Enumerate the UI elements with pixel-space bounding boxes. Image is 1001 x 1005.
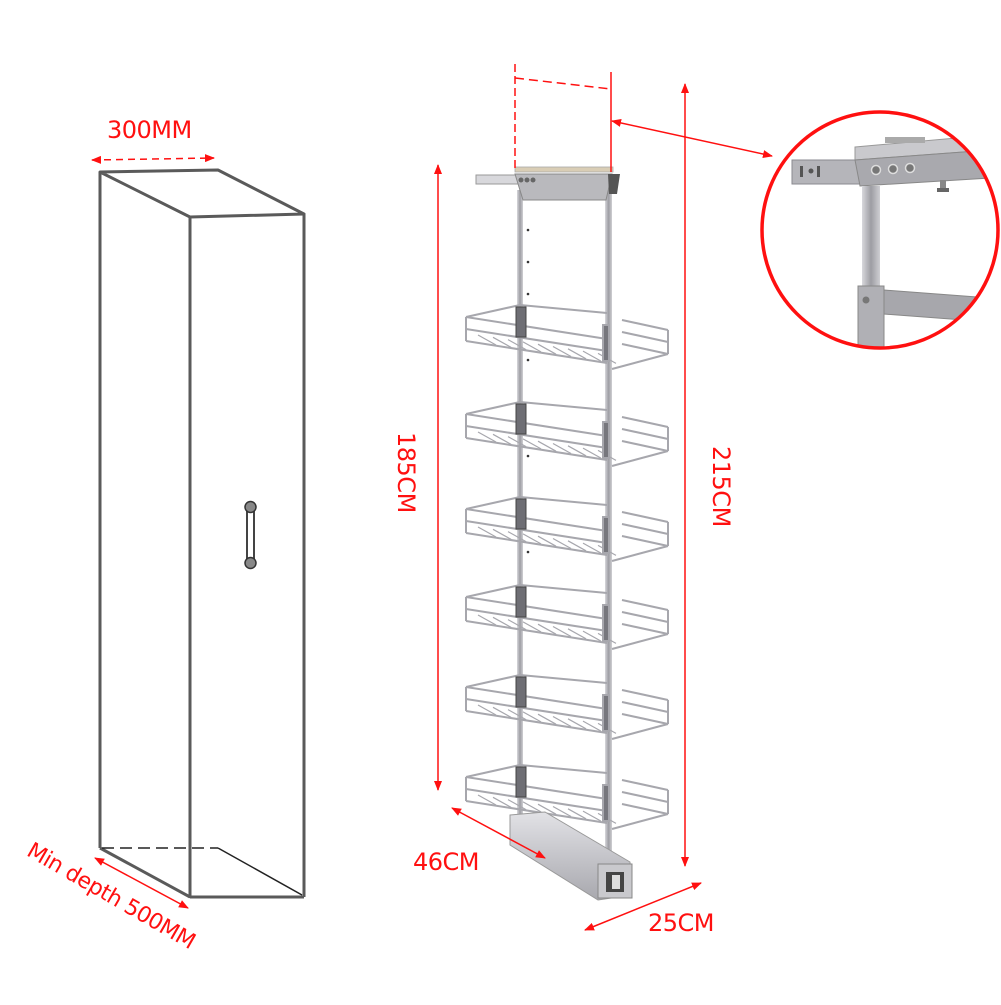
rack-depth-label: 46CM <box>413 848 480 876</box>
rack-height-label: 185CM <box>392 432 420 513</box>
cabinet-drawing <box>98 168 306 899</box>
detail-leader-arrow <box>611 119 773 158</box>
cabinet-depth-arrow <box>94 857 189 909</box>
total-height-label: 215CM <box>707 446 735 527</box>
pull-out-rack <box>465 166 669 901</box>
cabinet-hidden-edges <box>102 847 303 896</box>
top-extension-lines <box>514 64 612 172</box>
bracket-detail-callout <box>760 110 1000 350</box>
wire-basket <box>465 674 669 740</box>
wire-basket <box>465 401 669 467</box>
wire-basket <box>465 496 669 562</box>
rack-width-arrow <box>584 882 702 931</box>
wire-basket <box>465 584 669 650</box>
top-bracket <box>475 166 620 201</box>
rack-depth-arrow <box>451 807 546 859</box>
cabinet-handle-icon <box>244 500 257 570</box>
cabinet-width-label: 300MM <box>107 116 192 144</box>
cabinet-width-arrow <box>91 154 215 164</box>
basket-stack <box>465 304 669 830</box>
wire-basket <box>465 764 669 830</box>
bottom-slide-rail <box>509 811 633 901</box>
rack-width-label: 25CM <box>648 909 715 937</box>
wire-basket <box>465 304 669 370</box>
